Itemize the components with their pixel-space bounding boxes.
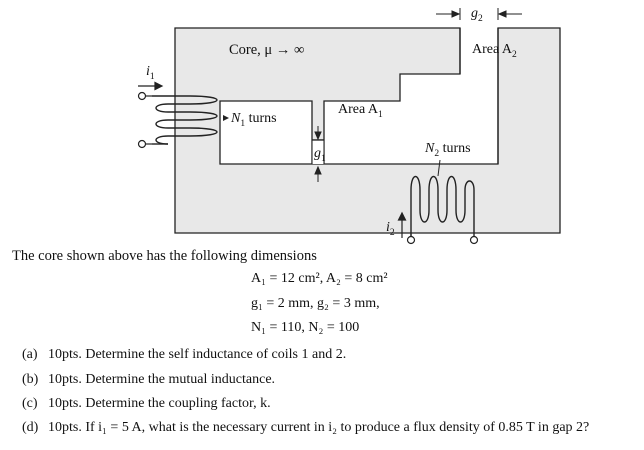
g1-label: g1 xyxy=(314,146,326,164)
n1-turns-label: N1 turns xyxy=(231,111,277,129)
area-a2-label: Area A2 xyxy=(472,42,517,60)
i1-label: i1 xyxy=(146,64,155,82)
g2-dimension xyxy=(436,8,522,20)
n2-pointer xyxy=(437,159,441,177)
g1-dimension xyxy=(314,126,322,182)
question-d: (d)10pts. If i₁ = 5 A, what is the neces… xyxy=(22,420,590,435)
question-a: (a)10pts. Determine the self inductance … xyxy=(22,347,347,362)
core-diagram xyxy=(137,8,561,245)
equation-areas: A₁ = 12 cm², A₂ = 8 cm² xyxy=(251,271,388,286)
n1-pointer xyxy=(223,115,229,121)
coil-n1 xyxy=(152,95,218,145)
n2-turns-label: N2 turns xyxy=(425,141,471,159)
question-c: (c)10pts. Determine the coupling factor,… xyxy=(22,396,271,411)
terminals-coil-1 xyxy=(137,91,152,149)
equation-turns: N₁ = 110, N₂ = 100 xyxy=(251,320,360,335)
equation-gaps: g₁ = 2 mm, g₂ = 3 mm, xyxy=(251,296,380,311)
i2-arrow xyxy=(397,211,407,238)
i1-arrow xyxy=(138,81,164,91)
problem-intro: The core shown above has the following d… xyxy=(12,248,317,264)
g2-label: g2 xyxy=(471,6,483,24)
coil-n2 xyxy=(410,175,475,236)
core-label: Core, μ → ∞ xyxy=(229,42,305,58)
gap-g1 xyxy=(312,140,324,164)
question-b: (b)10pts. Determine the mutual inductanc… xyxy=(22,372,276,387)
area-a1-label: Area A1 xyxy=(338,102,383,120)
terminals-coil-2 xyxy=(406,234,479,245)
i2-label: i2 xyxy=(386,220,395,238)
